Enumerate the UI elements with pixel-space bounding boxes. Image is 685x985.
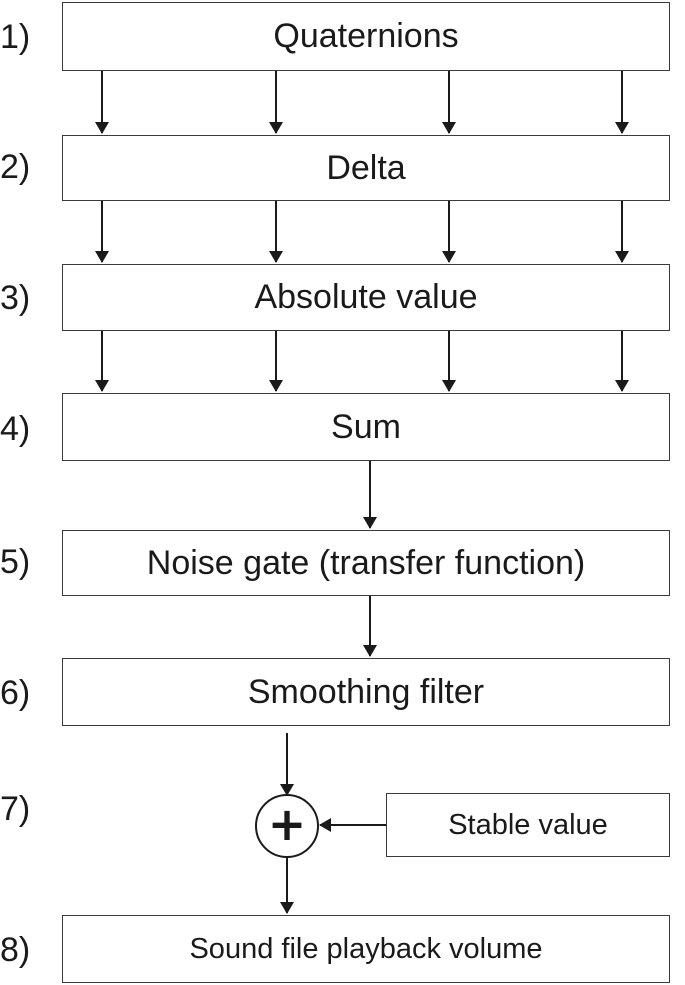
box-label: Stable value xyxy=(448,808,608,841)
adder-plus: + xyxy=(268,797,307,851)
step-number-2: 2) xyxy=(0,148,31,186)
box-label: Delta xyxy=(326,148,406,187)
box-sum: Sum xyxy=(62,393,670,461)
adder-circle xyxy=(255,794,319,858)
box-quaternions: Quaternions xyxy=(62,2,670,71)
step-number-7: 7) xyxy=(0,790,31,828)
box-label: Noise gate (transfer function) xyxy=(146,543,586,582)
box-label: Sound file playback volume xyxy=(189,932,543,965)
box-stable-value: Stable value xyxy=(386,793,670,857)
box-delta: Delta xyxy=(62,135,670,201)
step-number-4: 4) xyxy=(0,410,31,448)
box-label: Sum xyxy=(331,407,401,446)
step-number-8: 8) xyxy=(0,931,31,969)
box-noise-gate: Noise gate (transfer function) xyxy=(62,530,670,596)
box-sound-file-playback-volume: Sound file playback volume xyxy=(62,915,670,983)
step-number-3: 3) xyxy=(0,279,31,317)
adder-symbol: + xyxy=(255,794,319,858)
box-absolute-value: Absolute value xyxy=(62,264,670,331)
step-number-5: 5) xyxy=(0,543,31,581)
step-number-1: 1) xyxy=(0,18,31,56)
box-label: Smoothing filter xyxy=(247,672,485,711)
box-label: Quaternions xyxy=(273,17,459,55)
step-number-6: 6) xyxy=(0,674,31,712)
box-label: Absolute value xyxy=(254,278,478,316)
box-smoothing-filter: Smoothing filter xyxy=(62,658,670,726)
